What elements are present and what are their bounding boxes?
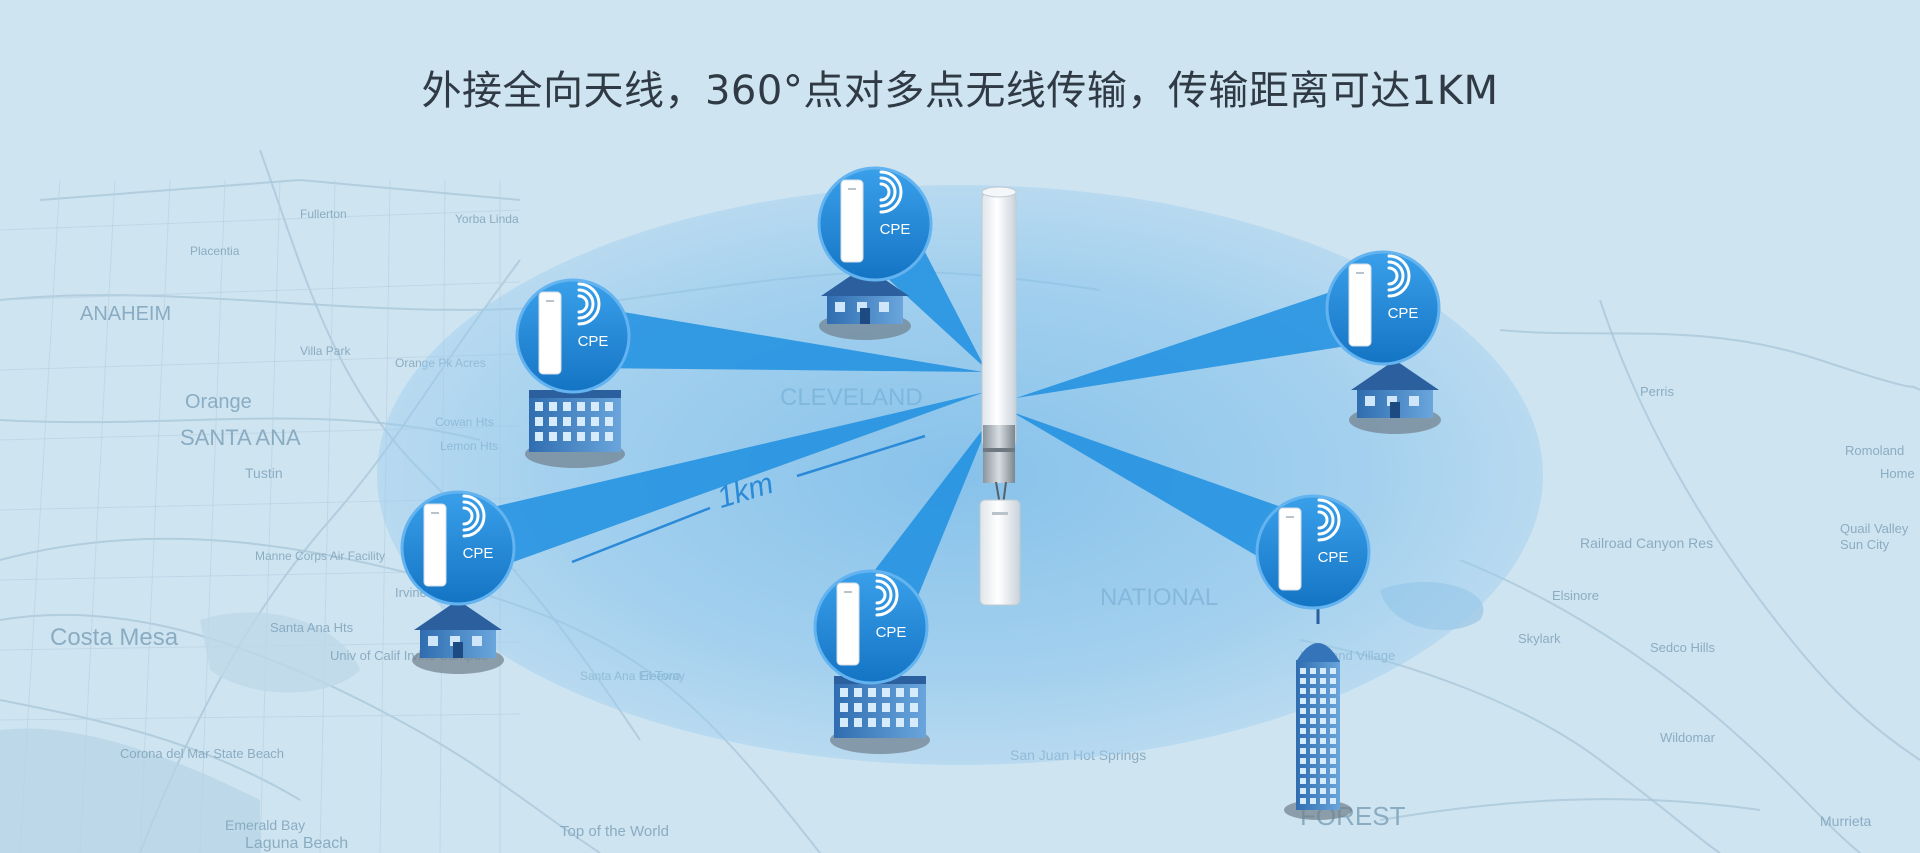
cpe-device-icon	[836, 582, 860, 666]
map-label: SANTA ANA	[180, 425, 301, 450]
wifi-icon	[462, 506, 474, 526]
map-label: Quail Valley	[1840, 521, 1909, 536]
cpe-node: CPE	[1325, 250, 1441, 434]
cpe-label: CPE	[1388, 305, 1419, 322]
cpe-device-icon	[1278, 507, 1302, 591]
wifi-icon	[577, 282, 601, 326]
map-label: Villa Park	[300, 344, 351, 358]
wifi-icon	[577, 288, 595, 320]
map-label: ANAHEIM	[80, 303, 171, 325]
cpe-bubble	[400, 490, 516, 606]
wifi-icon	[875, 573, 899, 617]
wifi-icon	[1387, 266, 1399, 286]
map-label: Romoland	[1845, 443, 1904, 458]
cpe-node: CPE	[515, 278, 631, 468]
cpe-label: CPE	[1318, 549, 1349, 566]
wifi-icon	[1317, 510, 1329, 530]
wifi-icon	[577, 294, 589, 314]
signal-beam	[448, 392, 985, 579]
cpe-node: CPE	[400, 490, 516, 674]
cpe-device-icon	[840, 179, 864, 263]
cpe-label: CPE	[463, 545, 494, 562]
wifi-icon	[875, 585, 887, 605]
map-label: Wildomar	[1660, 730, 1716, 745]
cpe-nodes: CPE CPE CPE CPE CPE CPE	[400, 166, 1441, 820]
map-label: Home	[1880, 466, 1915, 481]
map-label: Costa Mesa	[50, 624, 179, 651]
wifi-icon	[875, 579, 893, 611]
signal-beam	[1016, 276, 1391, 398]
signal-beam	[570, 304, 983, 372]
cpe-bubble	[813, 569, 929, 685]
cpe-node: CPE	[817, 166, 933, 340]
map-label: Elsinore	[1552, 588, 1599, 603]
map-label: Santa Ana Hts	[270, 620, 354, 635]
cpe-bubble	[1325, 250, 1441, 366]
map-label: Fullerton	[300, 207, 347, 221]
wifi-icon	[462, 500, 480, 532]
map-label: Placentia	[190, 244, 240, 258]
map-label: Tustin	[245, 465, 283, 481]
wifi-icon	[879, 170, 903, 214]
map-label: Murrieta	[1820, 813, 1872, 829]
wifi-icon	[1387, 254, 1411, 298]
cpe-label: CPE	[876, 624, 907, 641]
map-label: Orange	[185, 391, 252, 413]
map-label: Manne Corps Air Facility	[255, 549, 385, 563]
cpe-bubble	[817, 166, 933, 282]
cpe-device-icon	[538, 291, 562, 375]
signal-beam	[1012, 412, 1327, 582]
wifi-icon	[1387, 260, 1405, 292]
wifi-icon	[879, 182, 891, 202]
map-label: Railroad Canyon Res	[1580, 535, 1713, 551]
cpe-node: CPE	[1255, 494, 1371, 820]
map-label: Sun City	[1840, 537, 1890, 552]
map-label: Corona del Mar State Beach	[120, 746, 284, 761]
cpe-node: CPE	[813, 569, 930, 754]
cpe-bubble	[1255, 494, 1371, 610]
signal-beams	[448, 204, 1391, 643]
cpe-bubble	[515, 278, 631, 394]
omni-antenna	[979, 186, 1021, 606]
map-label: Perris	[1640, 384, 1674, 399]
cpe-label: CPE	[880, 221, 911, 238]
cpe-device-icon	[423, 503, 447, 587]
map-label: Sedco Hills	[1650, 640, 1716, 655]
map-label: Top of the World	[560, 823, 669, 840]
wifi-icon	[1317, 504, 1335, 536]
cpe-device-icon	[1348, 263, 1372, 347]
map-label: Laguna Beach	[245, 835, 348, 852]
map-label: Skylark	[1518, 631, 1561, 646]
wifi-icon	[879, 176, 897, 208]
map-label: Emerald Bay	[225, 817, 305, 833]
page-headline: 外接全向天线，360°点对多点无线传输，传输距离可达1KM	[421, 68, 1499, 114]
wifi-icon	[1317, 498, 1341, 542]
map-label: Yorba Linda	[455, 212, 519, 226]
cpe-label: CPE	[578, 333, 609, 350]
wifi-icon	[462, 494, 486, 538]
